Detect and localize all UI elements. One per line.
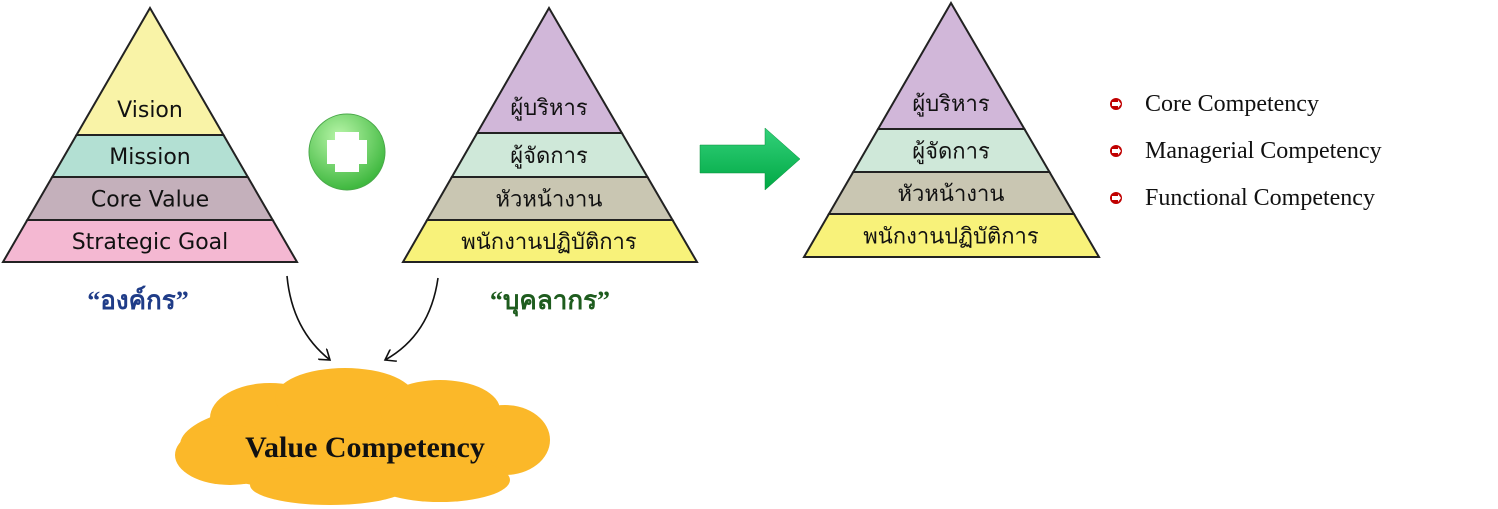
pyramid-level: [802, 213, 1101, 258]
value-competency-cloud: Value Competency: [175, 368, 550, 505]
competency-label: Core Competency: [1145, 91, 1319, 117]
organization-caption: “องค์กร”: [87, 285, 188, 315]
competency-list: Core Competency Managerial Competency Fu…: [1110, 91, 1382, 211]
pyramid-level-label: ผู้จัดการ: [510, 144, 588, 169]
pyramid-level-label: ผู้จัดการ: [912, 139, 990, 164]
curved-arrow-right: [385, 277, 439, 360]
competency-item: Core Competency: [1110, 91, 1319, 117]
circle-arrow-right-icon: [1110, 98, 1122, 110]
pyramid-level: [1, 219, 299, 263]
pyramid-level-label: Mission: [109, 145, 191, 170]
pyramid-level-label: พนักงานปฏิบัติการ: [461, 230, 637, 255]
pyramid-level-label: Core Value: [91, 187, 209, 212]
personnel-caption: “บุคลากร”: [490, 286, 610, 317]
personnel-pyramid: ผู้บริหารผู้จัดการหัวหน้างานพนักงานปฏิบั…: [401, 6, 699, 263]
circle-arrow-right-icon: [1110, 145, 1122, 157]
pyramid-level-label: พนักงานปฏิบัติการ: [863, 224, 1039, 249]
pyramid-level-label: หัวหน้างาน: [898, 182, 1005, 207]
competency-label: Managerial Competency: [1145, 138, 1382, 164]
plus-icon: [308, 113, 386, 191]
result-pyramid: ผู้บริหารผู้จัดการหัวหน้างานพนักงานปฏิบั…: [802, 1, 1101, 258]
arrow-right-icon: [699, 127, 801, 191]
pyramid-level: [401, 219, 699, 263]
competency-item: Managerial Competency: [1110, 138, 1382, 164]
pyramid-level-label: Vision: [117, 98, 183, 123]
pyramid-level-label: Strategic Goal: [72, 230, 229, 255]
competency-item: Functional Competency: [1110, 185, 1375, 211]
pyramid-level-label: ผู้บริหาร: [510, 96, 588, 121]
circle-arrow-right-icon: [1110, 192, 1122, 204]
pyramid-level-label: หัวหน้างาน: [496, 187, 603, 212]
pyramid-level-label: ผู้บริหาร: [912, 92, 990, 117]
value-competency-label: Value Competency: [245, 431, 485, 464]
curved-arrow-left: [286, 275, 330, 360]
competency-label: Functional Competency: [1145, 185, 1375, 211]
